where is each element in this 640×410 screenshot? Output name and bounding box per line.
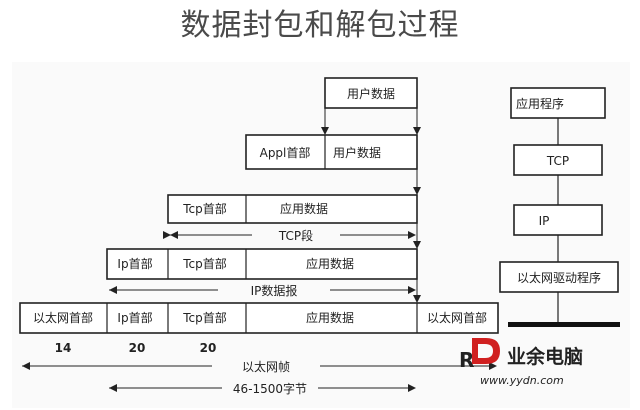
eth-header-label: 以太网首部 — [33, 310, 93, 325]
ip-datagram-span: IP数据报 — [109, 283, 416, 298]
ip-row-box — [106, 248, 418, 280]
layer-ip-label: IP — [539, 214, 550, 228]
eth-row-box — [19, 302, 499, 334]
svg-text:R: R — [459, 348, 474, 372]
layer-ip-box — [513, 204, 603, 236]
watermark-brand: 业余电脑 — [507, 345, 583, 368]
tcp-segment-span: TCP段 — [163, 228, 416, 243]
network-bus-line — [508, 322, 620, 327]
tcp-segment-label: TCP段 — [278, 228, 313, 243]
row-application: Appl首部 用户数据 — [245, 134, 418, 170]
watermark-site: www.yydn.com — [480, 374, 564, 387]
layer-driver-box — [499, 261, 619, 293]
layer-driver-label: 以太网驱动程序 — [517, 270, 601, 285]
eth-app-data-label: 应用数据 — [306, 310, 354, 325]
ip-header-label: Ip首部 — [117, 256, 152, 271]
diagram-title: 数据封包和解包过程 — [180, 8, 460, 43]
eth-frame-label: 以太网帧 — [242, 359, 290, 374]
watermark-d-glyph — [472, 338, 500, 364]
ip-app-data-label: 应用数据 — [306, 256, 354, 271]
ip-tcp-header-label: Tcp首部 — [182, 256, 227, 271]
ip-datagram-label: IP数据报 — [251, 283, 298, 298]
tcp-header-label: Tcp首部 — [182, 201, 227, 216]
watermark-logo: R 业余电脑 www.yydn.com — [459, 338, 583, 387]
row-transport: Tcp首部 应用数据 — [167, 194, 418, 224]
row-network: Ip首部 Tcp首部 应用数据 — [106, 248, 418, 280]
layer-tcp-label: TCP — [546, 154, 569, 168]
frame-size-span: 46-1500字节 — [109, 381, 416, 396]
user-data-box — [324, 77, 418, 109]
eth-frame-span: 以太网帧 — [22, 359, 497, 374]
app-user-data-label: 用户数据 — [333, 145, 381, 160]
eth-tcp-header-label: Tcp首部 — [182, 310, 227, 325]
user-data-label: 用户数据 — [347, 86, 395, 101]
row-user-data: 用户数据 — [324, 77, 418, 109]
layer-app-box — [510, 87, 606, 119]
app-row-box — [245, 134, 418, 170]
app-header-label: Appl首部 — [260, 145, 311, 160]
size-tcp-header: 20 — [200, 341, 217, 355]
size-ip-header: 20 — [129, 341, 146, 355]
tcp-app-data-label: 应用数据 — [280, 201, 328, 216]
tcp-row-box — [167, 194, 418, 224]
eth-ip-header-label: Ip首部 — [117, 310, 152, 325]
eth-trailer-label: 以太网首部 — [427, 310, 487, 325]
row-link: 以太网首部 Ip首部 Tcp首部 应用数据 以太网首部 — [19, 302, 499, 334]
layer-app-label: 应用程序 — [516, 96, 564, 111]
layer-stack: 应用程序 TCP IP 以太网驱动程序 — [499, 87, 620, 327]
frame-size-label: 46-1500字节 — [233, 381, 307, 396]
size-eth-header: 14 — [55, 341, 72, 355]
